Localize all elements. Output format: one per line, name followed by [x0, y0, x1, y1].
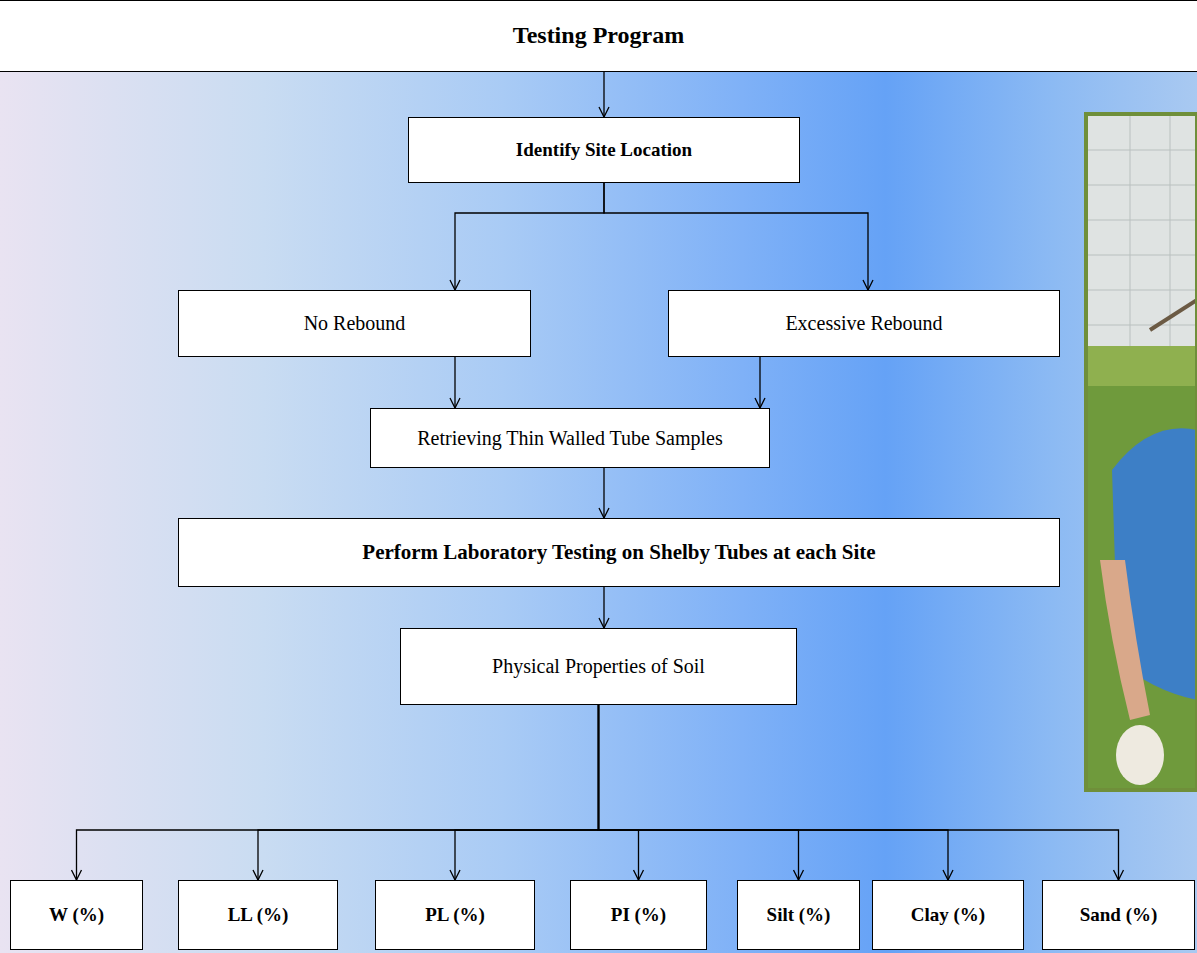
- node-label: Silt (%): [767, 904, 831, 926]
- title-box: Testing Program: [0, 0, 1197, 72]
- process-box: No Rebound: [178, 290, 531, 357]
- process-box: Excessive Rebound: [668, 290, 1060, 357]
- node-label: No Rebound: [304, 312, 406, 335]
- node-label: Physical Properties of Soil: [492, 655, 705, 678]
- siding-lines: [1088, 116, 1197, 346]
- person-arm: [1100, 560, 1150, 720]
- flow-arrow: [77, 705, 599, 880]
- flow-arrow: [258, 705, 599, 880]
- node-label: Perform Laboratory Testing on Shelby Tub…: [362, 540, 875, 564]
- photo-border: [1086, 114, 1197, 790]
- flow-arrow: [603, 72, 604, 117]
- flow-arrow: [599, 705, 949, 880]
- process-box: Physical Properties of Soil: [400, 628, 797, 705]
- node-label: Clay (%): [911, 904, 985, 926]
- node-label: Sand (%): [1080, 904, 1158, 926]
- property-box: Silt (%): [737, 880, 860, 950]
- grass-edge: [1088, 346, 1197, 386]
- glove: [1116, 725, 1164, 785]
- flow-arrow: [599, 705, 799, 880]
- node-label: Testing Program: [513, 22, 684, 50]
- node-label: LL (%): [228, 904, 289, 926]
- tool-handle: [1150, 300, 1197, 330]
- flow-arrow: [603, 587, 604, 628]
- property-box: W (%): [10, 880, 143, 950]
- flow-arrow: [599, 705, 639, 880]
- flow-arrow: [454, 357, 455, 408]
- flow-arrow: [759, 357, 760, 408]
- flow-arrow: [604, 183, 868, 290]
- flow-arrow: [603, 468, 604, 518]
- node-label: PI (%): [611, 904, 666, 926]
- flow-arrow: [455, 705, 599, 880]
- node-label: Identify Site Location: [516, 139, 692, 161]
- flow-arrow: [455, 183, 604, 290]
- property-box: LL (%): [178, 880, 338, 950]
- node-label: Excessive Rebound: [785, 312, 942, 335]
- property-box: Sand (%): [1042, 880, 1195, 950]
- node-label: PL (%): [425, 904, 485, 926]
- property-box: PL (%): [375, 880, 535, 950]
- process-box: Perform Laboratory Testing on Shelby Tub…: [178, 518, 1060, 587]
- node-label: W (%): [49, 904, 104, 926]
- grass: [1088, 346, 1197, 788]
- house-siding: [1088, 116, 1197, 346]
- property-box: PI (%): [570, 880, 707, 950]
- flow-arrow: [599, 705, 1119, 880]
- process-box: Retrieving Thin Walled Tube Samples: [370, 408, 770, 468]
- photo-frame: [1086, 114, 1197, 790]
- node-label: Retrieving Thin Walled Tube Samples: [417, 427, 722, 450]
- process-box: Identify Site Location: [408, 117, 800, 183]
- property-box: Clay (%): [872, 880, 1024, 950]
